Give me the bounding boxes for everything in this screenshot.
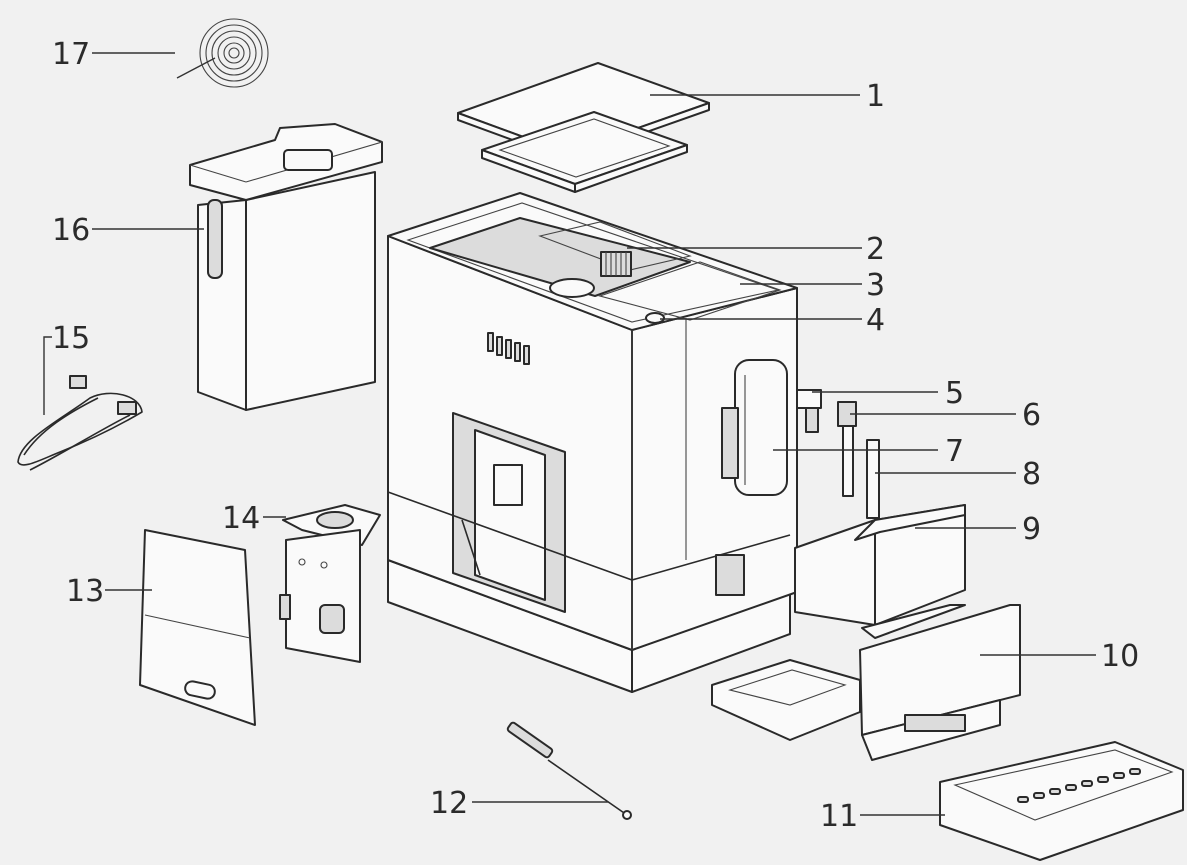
callout-2: 2 (866, 232, 885, 267)
callout-16: 16 (52, 213, 90, 248)
callout-4: 4 (866, 303, 885, 338)
callout-8: 8 (1022, 457, 1041, 492)
callout-14: 14 (222, 501, 260, 536)
bean-container-lid (457, 62, 710, 193)
callout-7: 7 (945, 434, 964, 469)
brewing-unit (279, 504, 381, 663)
power-button (645, 312, 665, 324)
callout-6: 6 (1022, 398, 1041, 433)
callout-5: 5 (945, 376, 964, 411)
nozzle-tube (837, 401, 857, 497)
callout-15: 15 (52, 321, 90, 356)
callout-1: 1 (866, 79, 885, 114)
callout-13: 13 (66, 574, 104, 609)
callout-12: 12 (430, 786, 468, 821)
filter-disc (199, 18, 269, 88)
callout-3: 3 (866, 268, 885, 303)
callout-labels: 17 1 2 3 4 5 6 7 8 9 10 11 12 13 14 15 1… (52, 37, 1139, 834)
callout-17: 17 (52, 37, 90, 72)
pipe (866, 439, 880, 519)
drip-tray (711, 604, 1021, 761)
side-panel (139, 529, 256, 726)
callout-10: 10 (1101, 639, 1139, 674)
cleaning-brush (506, 721, 632, 820)
water-tank (189, 123, 383, 411)
coffee-outlet (721, 359, 788, 496)
cup-grate (939, 741, 1184, 861)
power-cord (17, 375, 143, 471)
machine-body (387, 192, 798, 693)
leader-lines (43, 52, 1096, 816)
callout-11: 11 (820, 799, 858, 834)
drip-bin (794, 504, 966, 639)
grate-slots (1017, 768, 1141, 803)
steam-nozzle (796, 389, 822, 433)
callout-9: 9 (1022, 512, 1041, 547)
grinder-knob (600, 251, 632, 277)
vent-slots (487, 332, 530, 365)
